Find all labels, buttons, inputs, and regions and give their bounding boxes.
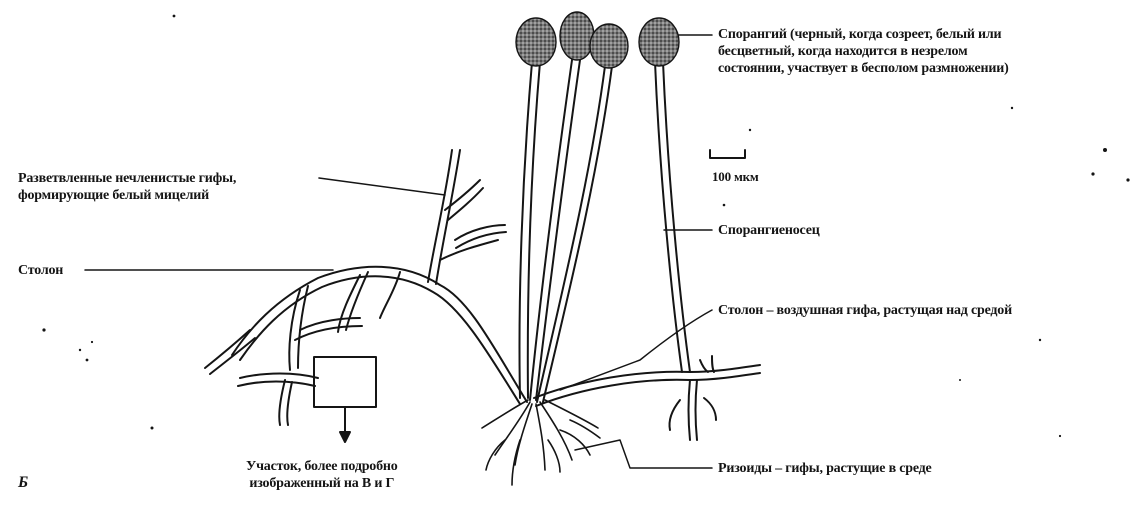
hyphae-label-line-1: Разветвленные нечленистые гифы, [18,170,236,187]
sporangium-label-line-2: бесцветный, когда находится в незрелом [718,43,1009,60]
sporangium-label-line-3: состоянии, участвует в бесполом размноже… [718,60,1009,77]
sporangiophore-label: Спорангиеносец [718,222,820,239]
rhizoids-label: Ризоиды – гифы, растущие в среде [718,460,932,477]
specks [42,15,1129,438]
right-stolon [534,356,760,440]
scale-label: 100 мкм [712,168,759,185]
left-stolon-arch [205,267,527,425]
rhizoids [482,400,600,485]
stolon-left-label: Столон [18,262,63,279]
sporangium-label: Спорангий (черный, когда созреет, белый … [718,26,1009,77]
hyphae-label-line-2: формирующие белый мицелий [18,187,236,204]
section-label-line-1: Участок, более подробно [246,458,398,475]
branched-hyphae [428,150,506,284]
section-label-line-2: изображенный на В и Г [246,475,398,492]
stolon-right-label: Столон – воздушная гифа, растущая над ср… [718,302,1012,319]
section-label: Участок, более подробно изображенный на … [246,458,398,492]
leader-lines [85,35,712,468]
section-marker [314,357,376,442]
sporangia [516,12,679,68]
sporangium-label-line-1: Спорангий (черный, когда созреет, белый … [718,26,1009,43]
hyphae-label: Разветвленные нечленистые гифы, формирую… [18,170,236,204]
sporangiophore-stalks [520,60,691,402]
panel-letter: Б [18,474,28,491]
scale-bar [710,150,745,158]
